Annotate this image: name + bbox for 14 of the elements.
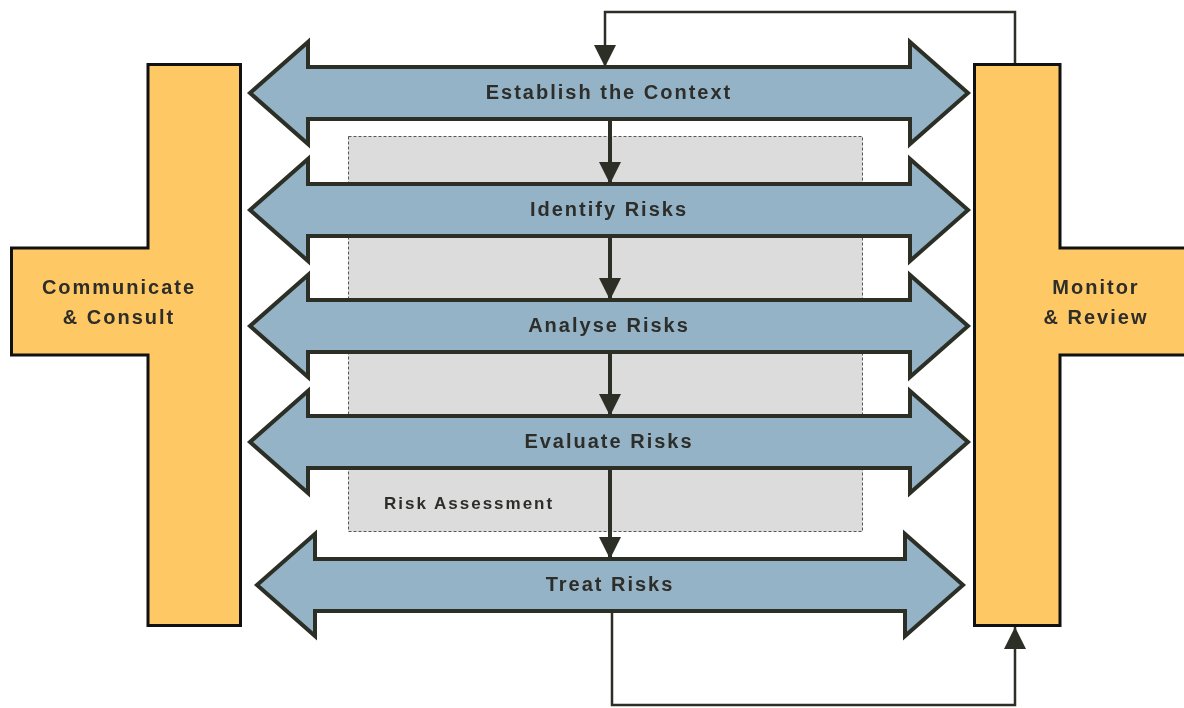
step-label: Communicate & Consult [40,275,198,330]
step-label: Evaluate Risks [523,429,695,453]
group-label: Risk Assessment [384,494,555,514]
step-label: Identify Risks [528,197,689,221]
step-label: Establish the Context [484,80,734,104]
arrow [610,611,1026,707]
arrow [599,468,621,559]
arrow [599,352,621,416]
arrow [599,236,621,300]
arrow [594,10,1017,67]
step-label: Treat Risks [544,572,676,596]
step-label: Monitor & Review [1042,275,1150,330]
arrow [599,119,621,184]
step-label: Analyse Risks [527,313,691,337]
